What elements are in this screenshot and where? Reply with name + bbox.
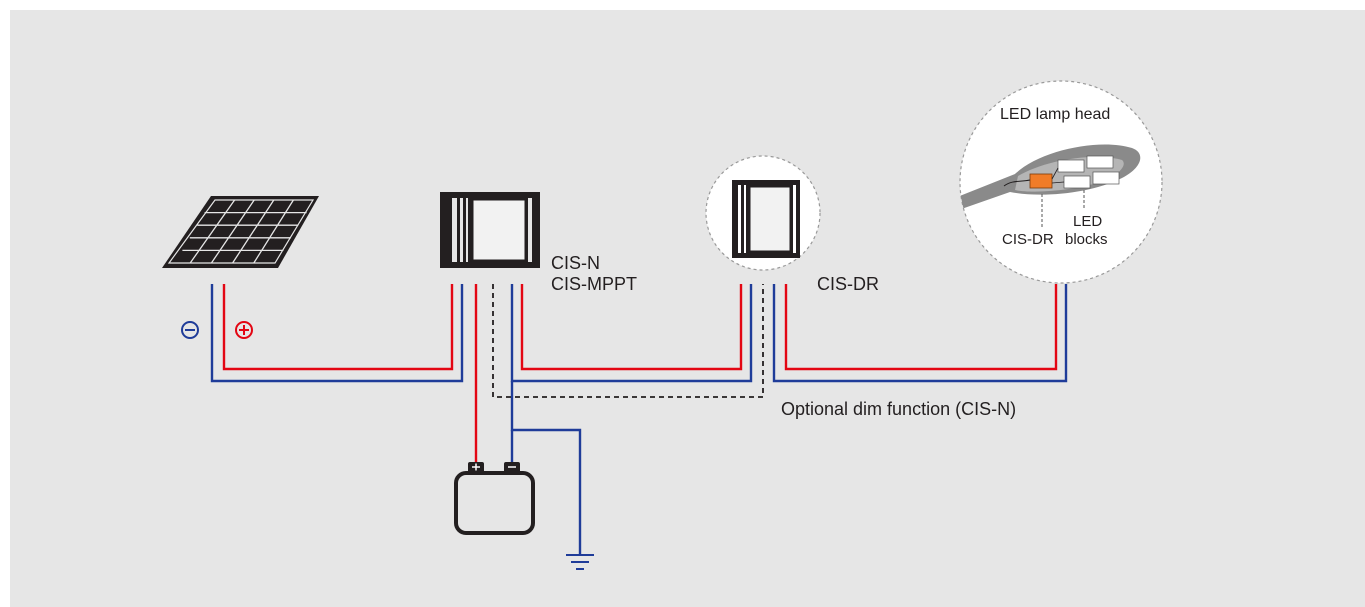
- solar-panel-icon: [162, 196, 319, 268]
- minus-icon: [181, 321, 199, 339]
- controller-driver-positive-wire: [520, 284, 743, 371]
- lamp-driver-label: CIS-DR: [1002, 231, 1054, 248]
- led-blocks: [1057, 155, 1120, 189]
- lamp-head-label: LED lamp head: [1000, 106, 1111, 123]
- dim-wire: [492, 284, 764, 398]
- lamp-driver-chip: [1029, 173, 1053, 189]
- panel-negative-wire: [210, 284, 464, 383]
- driver-lamp-negative-wire: [772, 284, 1068, 383]
- driver-lamp-positive-wire: [784, 284, 1058, 371]
- controller-label-line1: CIS-N: [551, 253, 600, 273]
- driver-icon: [705, 155, 821, 271]
- street-lamp-icon: [959, 80, 1163, 284]
- dim-function-label: Optional dim function (CIS-N): [781, 399, 1017, 419]
- negative-wires: [210, 284, 1068, 555]
- controller-label-line2: CIS-MPPT: [551, 274, 638, 294]
- ground-wire: [510, 381, 582, 555]
- positive-wires: [222, 284, 1058, 462]
- ground-icon: [566, 554, 594, 570]
- led-blocks-label-line2: blocks: [1065, 231, 1108, 248]
- driver-label: CIS-DR: [817, 274, 879, 294]
- diagram-background: [10, 10, 1365, 607]
- plus-icon: [235, 321, 253, 339]
- controller-driver-negative-wire: [510, 284, 753, 383]
- battery-icon: [454, 462, 535, 535]
- led-blocks-label-line1: LED: [1073, 213, 1103, 230]
- panel-positive-wire: [222, 284, 454, 371]
- controller-icon: [440, 192, 540, 268]
